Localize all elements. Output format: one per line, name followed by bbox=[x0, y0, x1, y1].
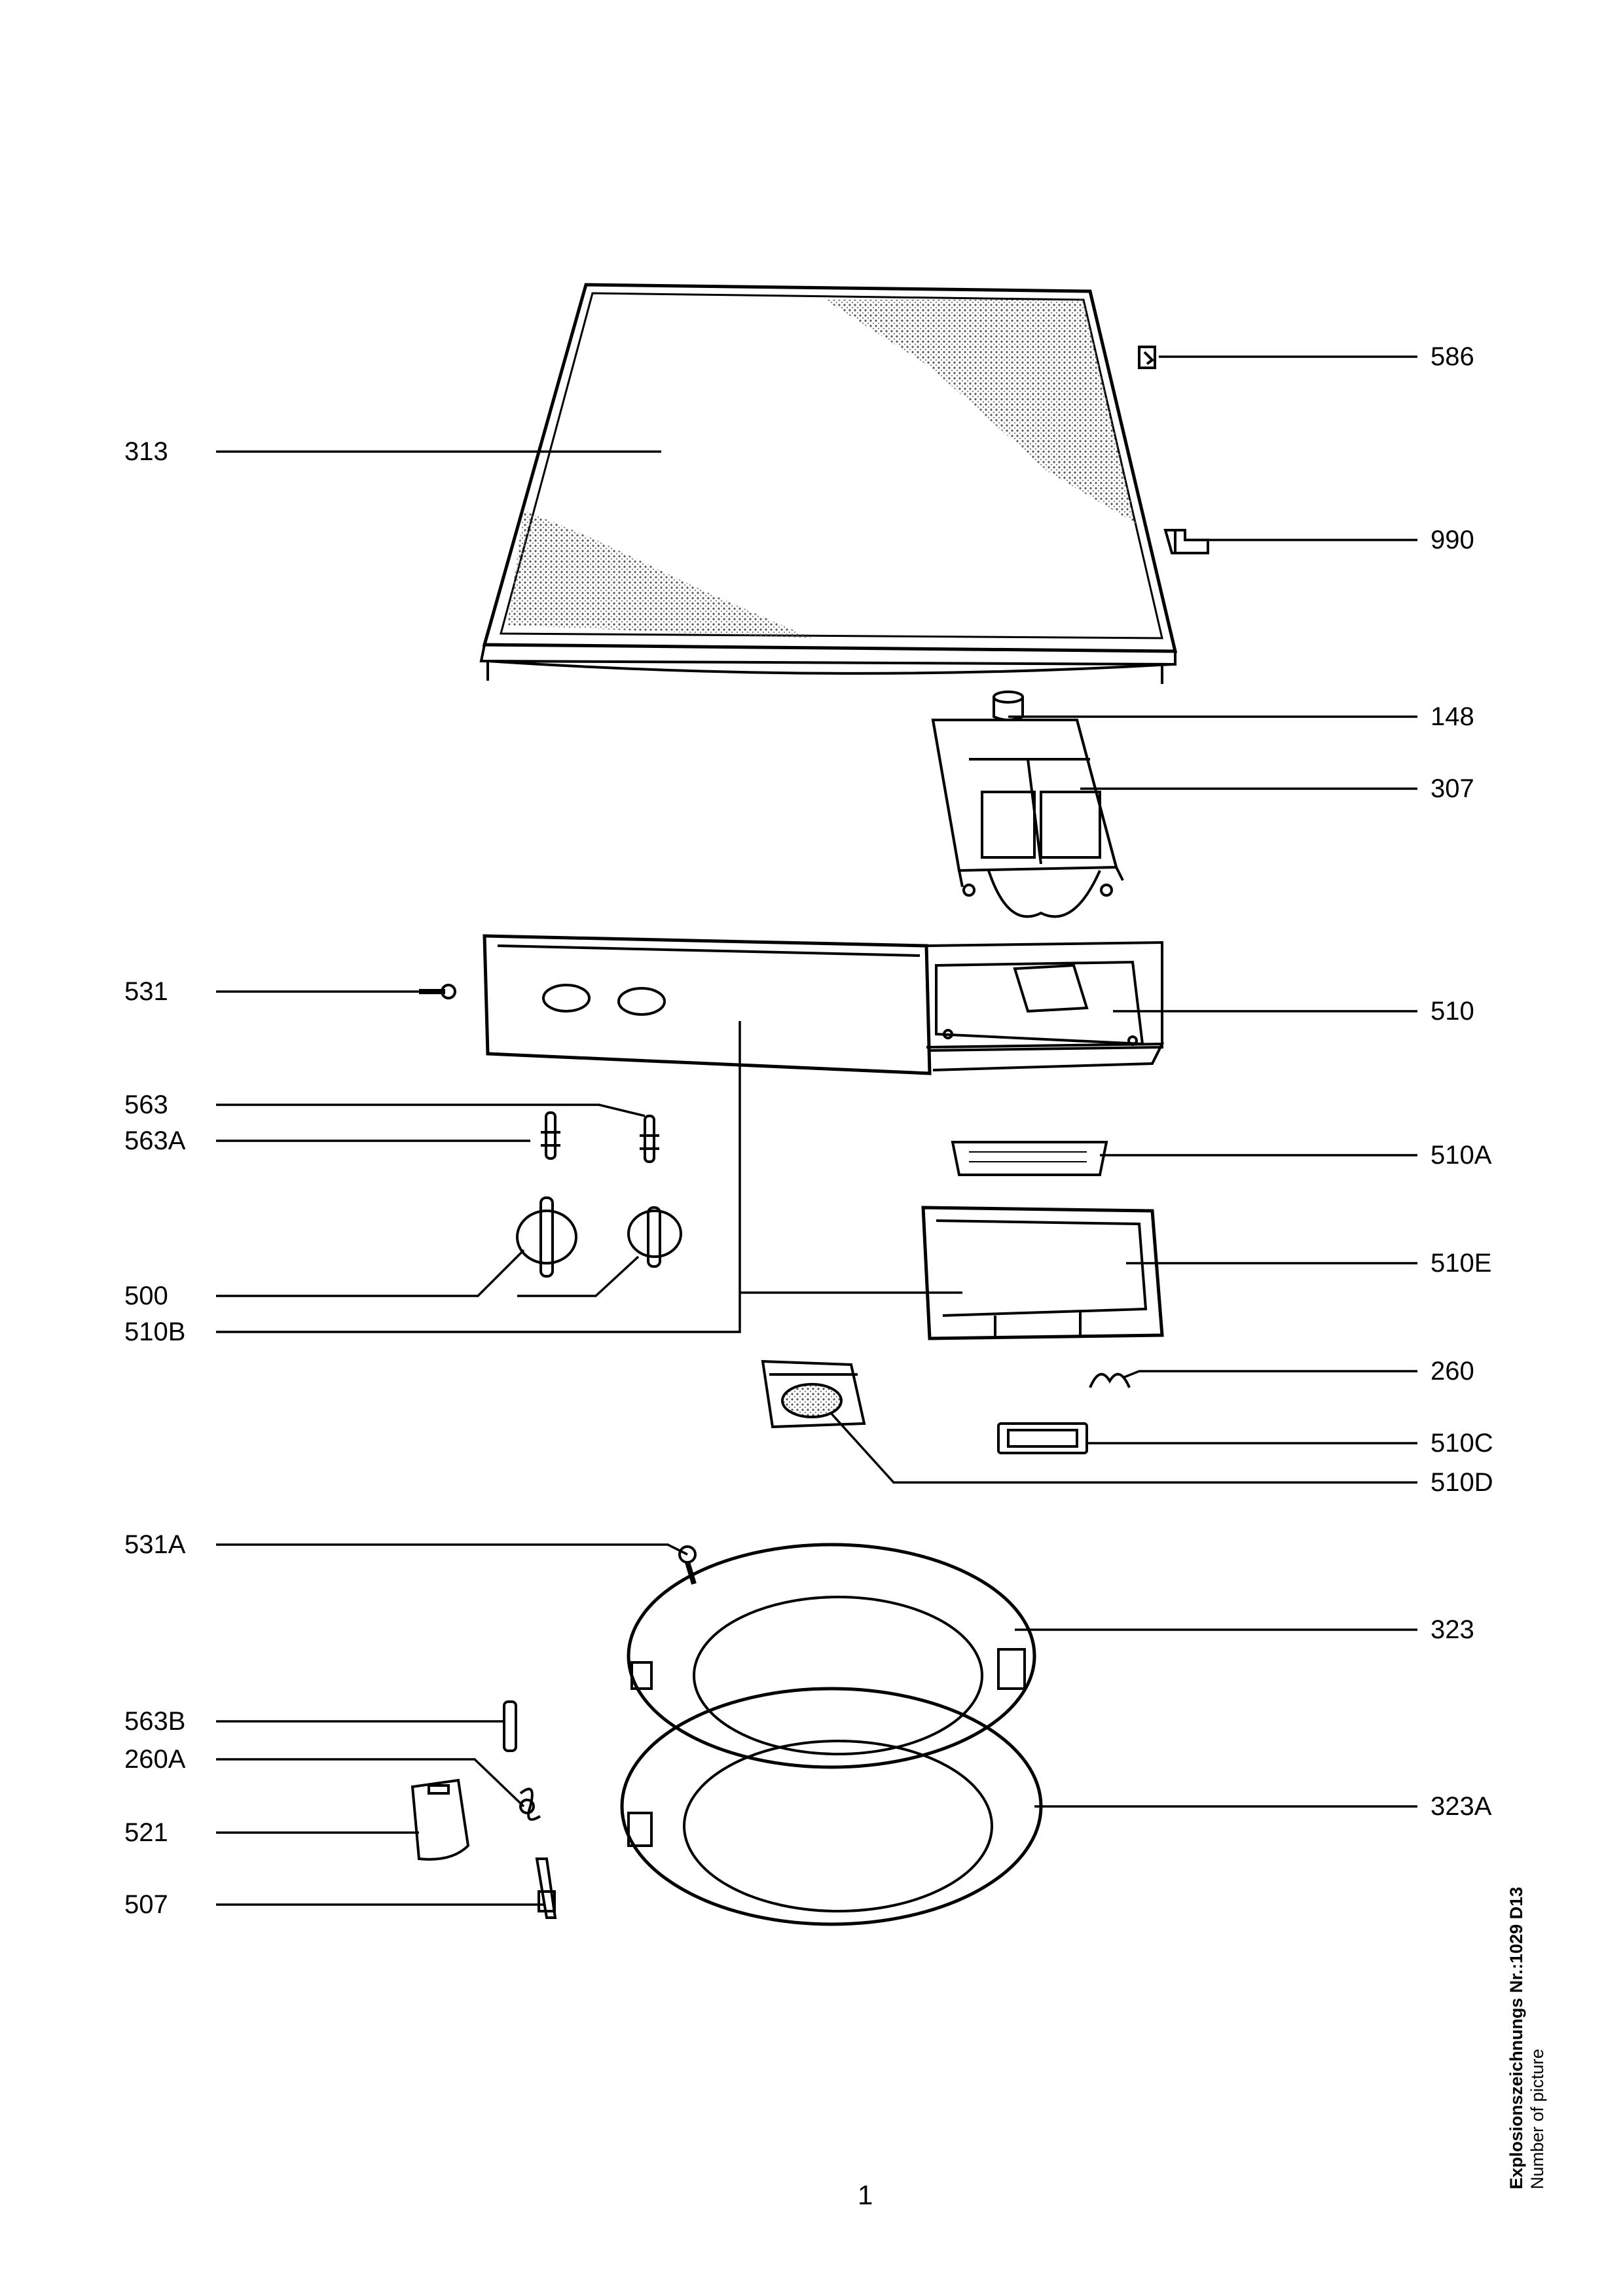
part-510D-lens bbox=[761, 1359, 866, 1429]
part-510C-button bbox=[997, 1422, 1088, 1454]
drawing-number-caption: Number of picture bbox=[1527, 2049, 1547, 2189]
part-507-catch bbox=[535, 1857, 557, 1919]
leader-lines bbox=[216, 355, 1417, 1906]
label-563A: 563A bbox=[124, 1126, 186, 1155]
part-531-screw bbox=[419, 984, 456, 999]
drawing-number-block: Explosionszeichnungs Nr.:1029 D13 Number… bbox=[1506, 1887, 1548, 2189]
label-323A: 323A bbox=[1431, 1792, 1492, 1821]
part-307-drawer bbox=[931, 719, 1124, 918]
part-563-pins bbox=[541, 1111, 659, 1163]
label-510B: 510B bbox=[124, 1318, 186, 1346]
part-531A-screw bbox=[678, 1545, 697, 1585]
label-307: 307 bbox=[1431, 774, 1474, 803]
label-510: 510 bbox=[1431, 997, 1474, 1026]
part-260A-spring bbox=[519, 1787, 541, 1821]
part-510-control-panel bbox=[483, 934, 1165, 1075]
part-521-handle bbox=[410, 1778, 470, 1861]
label-510E: 510E bbox=[1431, 1249, 1492, 1278]
label-563B: 563B bbox=[124, 1707, 186, 1736]
page-number: 1 bbox=[858, 2179, 873, 2210]
label-148: 148 bbox=[1431, 702, 1474, 731]
label-500: 500 bbox=[124, 1282, 168, 1310]
part-510E-front bbox=[921, 1206, 1164, 1340]
part-323A-inner-ring bbox=[620, 1687, 1043, 1926]
label-586: 586 bbox=[1431, 342, 1474, 371]
part-323-door-ring bbox=[627, 1543, 1036, 1769]
label-510C: 510C bbox=[1431, 1429, 1493, 1458]
label-260A: 260A bbox=[124, 1745, 186, 1774]
label-521: 521 bbox=[124, 1818, 168, 1847]
label-507: 507 bbox=[124, 1890, 168, 1919]
part-260-spring bbox=[1089, 1372, 1131, 1388]
part-990-bracket bbox=[1163, 529, 1209, 554]
label-260: 260 bbox=[1431, 1357, 1474, 1386]
label-313: 313 bbox=[124, 437, 168, 466]
label-563: 563 bbox=[124, 1090, 168, 1119]
part-510A-label bbox=[951, 1141, 1108, 1176]
part-563B-pin bbox=[503, 1700, 517, 1752]
label-990: 990 bbox=[1431, 526, 1474, 554]
drawing-number: Explosionszeichnungs Nr.:1029 D13 bbox=[1506, 1886, 1526, 2189]
label-531A: 531A bbox=[124, 1530, 186, 1559]
part-586-clip bbox=[1138, 346, 1156, 369]
label-323: 323 bbox=[1431, 1615, 1474, 1644]
part-500-knobs bbox=[516, 1196, 682, 1278]
label-531: 531 bbox=[124, 977, 168, 1006]
label-510D: 510D bbox=[1431, 1468, 1493, 1497]
label-510A: 510A bbox=[1431, 1141, 1492, 1170]
part-313-lid bbox=[479, 283, 1178, 684]
